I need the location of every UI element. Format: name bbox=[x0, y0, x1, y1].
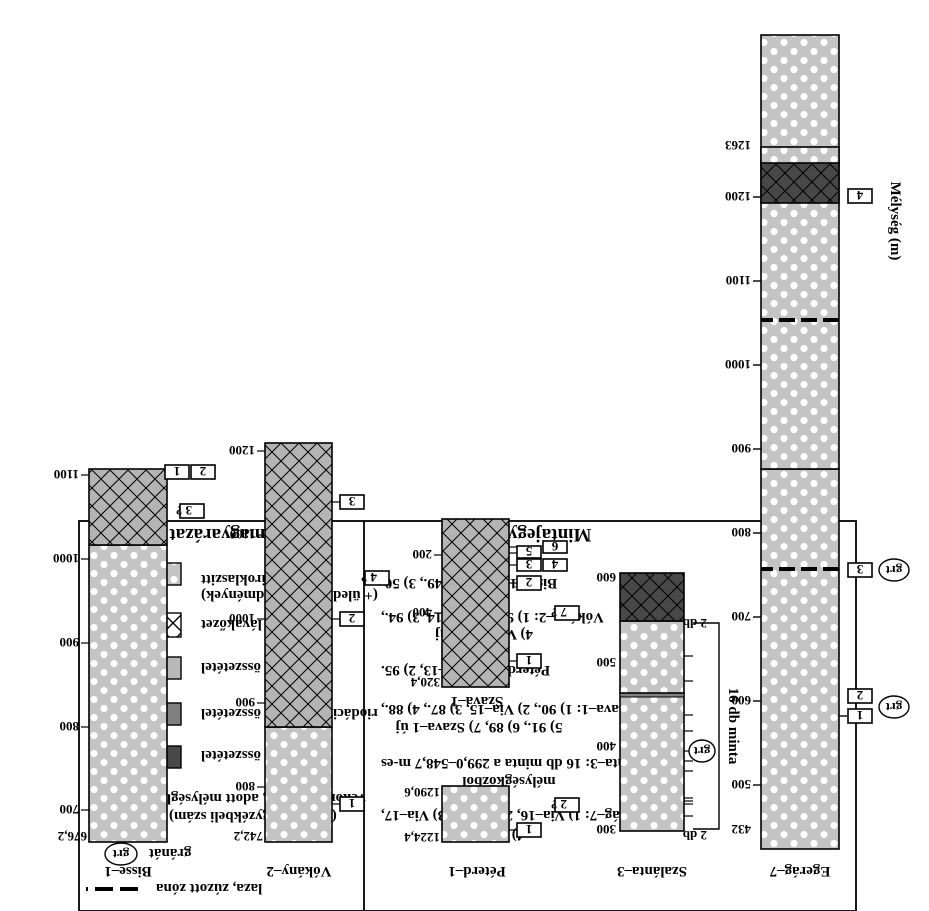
vokany-sample: 2 bbox=[349, 611, 356, 626]
vokany-top: 742,2 bbox=[234, 829, 263, 844]
bisse-top: 676,2 bbox=[58, 829, 87, 844]
szava-tick: 200 bbox=[413, 547, 433, 562]
legend-label-lava: lávakőzet bbox=[201, 616, 262, 632]
bisse-name: Bisse–1 bbox=[104, 863, 152, 879]
peterd-bottom: 1290,6 bbox=[404, 785, 440, 800]
legend-title: Jelmagyarázat bbox=[169, 524, 289, 545]
egerag-tick: 1100 bbox=[726, 273, 751, 288]
egerag-bottom: 1263 bbox=[725, 138, 752, 153]
vokany-tick: 900 bbox=[236, 695, 256, 710]
bisse-sample: 3 ? bbox=[176, 503, 192, 518]
vokany-sample: 3 bbox=[348, 494, 355, 509]
szava-sample: 7 ? bbox=[551, 605, 567, 620]
szava-sample: 4 bbox=[551, 557, 558, 572]
egerag-samples: 1 2 3 4 grt grt bbox=[839, 188, 910, 724]
szava-name: Szava–1 bbox=[451, 693, 504, 709]
well-egerag-7: 500 700 600 800 900 1000 1100 1200 432 1… bbox=[725, 34, 910, 879]
egerag-tick: 1200 bbox=[725, 189, 751, 204]
bisse-tick: 900 bbox=[60, 635, 80, 650]
egerag-grt: grt bbox=[885, 700, 902, 715]
szava-sample: 6 bbox=[551, 539, 558, 554]
bisse-samples: 1 2 3 ? bbox=[164, 464, 216, 519]
vokany-name: Vókány–2 bbox=[266, 863, 331, 879]
vokany-tick: 1200 bbox=[229, 443, 255, 458]
szalanta-tick: 400 bbox=[597, 739, 617, 754]
bisse-tick: 1000 bbox=[53, 551, 79, 566]
vokany-tick: 1100 bbox=[230, 527, 255, 542]
egerag-tick: 800 bbox=[732, 525, 752, 540]
egerag-tick: 700 bbox=[732, 609, 752, 624]
well-szava-1: 320,4 400 200 1 2 3 4 5 6 7 ? Szava–1 bbox=[410, 518, 580, 709]
well-szalanta-3: 300 400 500 600 16 db minta 2 db 2 db gr… bbox=[597, 570, 742, 879]
egerag-sample: 2 bbox=[857, 688, 864, 703]
egerag-top: 432 bbox=[732, 822, 752, 837]
vokany-sample: 4 ? bbox=[361, 570, 377, 585]
bisse-sample: 2 bbox=[200, 464, 207, 479]
szalanta-bracket: 16 db minta 2 db 2 db grt bbox=[683, 616, 741, 843]
szalanta-tick: 300 bbox=[597, 822, 617, 837]
egerag-sample: 3 bbox=[856, 562, 863, 577]
peterd-sample: 1 bbox=[526, 822, 533, 837]
szalanta-name: Szalánta–3 bbox=[617, 863, 687, 879]
peterd-top: 1224,4 bbox=[404, 830, 440, 845]
well-vokany-2: 742,2 800 900 1000 1100 1200 1 2 3 4 ? V… bbox=[229, 442, 390, 879]
szava-sample: 2 bbox=[526, 575, 533, 590]
legend-label-grt: gránát bbox=[149, 845, 192, 861]
szava-samples: 1 2 3 4 5 6 7 ? bbox=[516, 539, 580, 669]
szava-sample: 1 bbox=[526, 653, 533, 668]
peterd-name: Péterd–1 bbox=[448, 863, 505, 879]
axis-label-depth: Mélység (m) bbox=[887, 182, 903, 261]
bisse-sample: 1 bbox=[174, 464, 181, 479]
egerag-sample: 4 bbox=[856, 188, 863, 203]
vokany-tick: 1000 bbox=[229, 611, 255, 626]
szalanta-grt: grt bbox=[693, 744, 710, 759]
peterd-sample: 2 ? bbox=[551, 797, 567, 812]
szava-top: 320,4 bbox=[410, 675, 440, 690]
samplelist-line-7: mélységközből bbox=[462, 773, 555, 789]
legend-label-crush: laza, zúzott zóna bbox=[156, 880, 263, 896]
szava-sample: 5 bbox=[525, 544, 532, 559]
legend-label-pyro: piroklaszitt bbox=[201, 571, 274, 587]
samplelist-line-8: Egerág–7: 1) Via–16, 2) Via–18, 3) Via–1… bbox=[381, 807, 651, 823]
samplelist-line-6: Szalánta–3: 16 db minta a 299,0–548,7 m-… bbox=[381, 755, 660, 771]
egerag-tick: 900 bbox=[732, 441, 752, 456]
legend-item-crush: laza, zúzott zóna bbox=[86, 880, 262, 896]
egerag-tick: 1000 bbox=[725, 357, 751, 372]
egerag-ticks: 500 700 600 800 900 1000 1100 1200 432 1… bbox=[725, 138, 761, 837]
szalanta-tick: 600 bbox=[597, 570, 617, 585]
szalanta-bracket-end: 2 db bbox=[683, 616, 707, 631]
samplelist-line-4: Szava–1: 1) 90., 2) Via–15, 3) 87., 4) 8… bbox=[381, 701, 634, 717]
vokany-samples: 1 2 3 4 ? bbox=[332, 494, 390, 812]
bisse-tick: 1100 bbox=[54, 467, 79, 482]
legend-grt-symbol: grt bbox=[112, 847, 129, 862]
egerag-tick: 500 bbox=[732, 777, 752, 792]
vokany-tick: 800 bbox=[236, 779, 256, 794]
egerag-name: Egerág–7 bbox=[769, 863, 830, 879]
bisse-tick: 700 bbox=[60, 802, 80, 817]
legend-item-grt: grt gránát bbox=[104, 842, 192, 866]
well-peterd-1: 1224,4 1290,6 1 2 ? Péterd–1 bbox=[404, 785, 580, 879]
egerag-grt: grt bbox=[885, 563, 902, 578]
well-bisse-1: 676,2 700 800 900 1000 1100 1 2 3 ? Biss… bbox=[53, 464, 216, 879]
szava-tick: 400 bbox=[413, 605, 433, 620]
vokany-sample: 1 bbox=[349, 796, 356, 811]
egerag-sample: 1 bbox=[857, 708, 864, 723]
bisse-tick: 800 bbox=[60, 719, 80, 734]
szalanta-ticks: 300 400 500 600 bbox=[597, 570, 617, 837]
szalanta-bracket-end: 2 db bbox=[683, 828, 707, 843]
szalanta-bracket-label: 16 db minta bbox=[725, 688, 741, 765]
egerag-tick: 600 bbox=[732, 693, 752, 708]
szalanta-tick: 500 bbox=[597, 655, 617, 670]
samplelist-line-5: 5) 91., 6) 89, 7) Szava–1 új bbox=[395, 719, 562, 735]
szava-sample: 3 bbox=[525, 557, 532, 572]
